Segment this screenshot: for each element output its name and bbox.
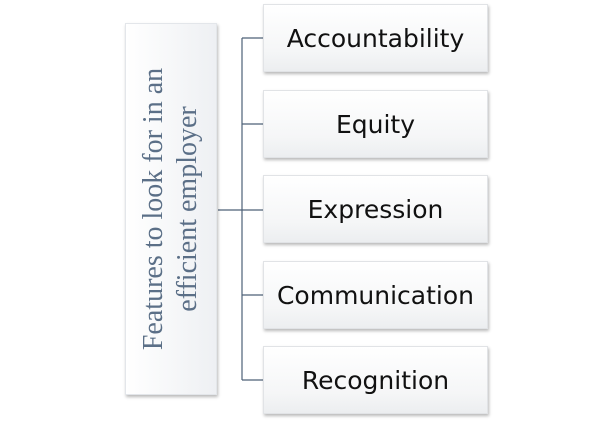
child-node-label: Recognition (301, 365, 450, 395)
root-node: Features to look for in an efficient emp… (125, 23, 217, 395)
child-node-label: Accountability (286, 23, 465, 53)
child-node-label: Expression (307, 194, 444, 224)
child-node-recognition: Recognition (263, 346, 488, 414)
child-node-label: Equity (335, 109, 416, 139)
root-node-label: Features to look for in an efficient emp… (138, 67, 203, 351)
child-node-accountability: Accountability (263, 4, 488, 72)
child-node-label: Communication (276, 280, 475, 310)
child-node-expression: Expression (263, 175, 488, 243)
child-node-communication: Communication (263, 261, 488, 329)
child-node-equity: Equity (263, 90, 488, 158)
